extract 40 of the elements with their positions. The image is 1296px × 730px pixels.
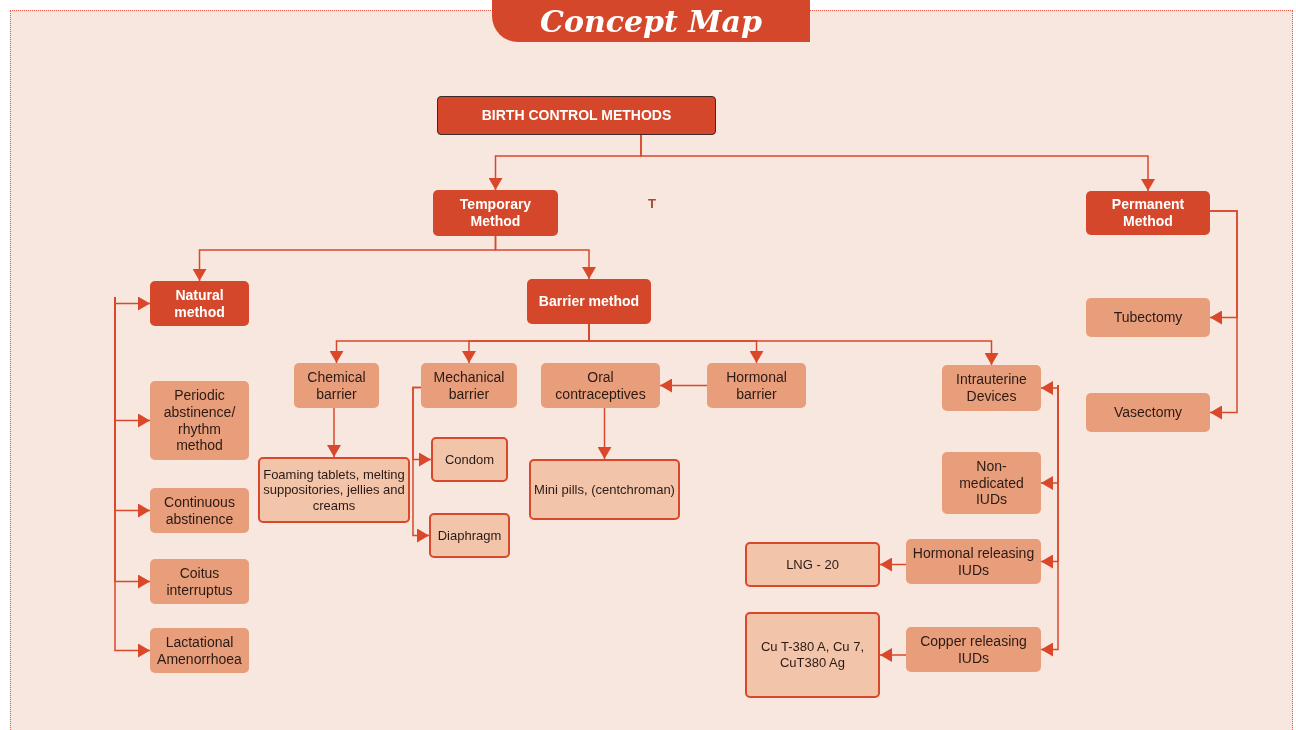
method-box: Oral contraceptives	[541, 363, 660, 408]
category-box: Permanent Method	[1086, 191, 1210, 235]
method-box: Mechanical barrier	[421, 363, 517, 408]
arrow	[1040, 381, 1059, 395]
method-box: Lactational Amenorrhoea	[150, 628, 249, 673]
example-box: Mini pills, (centchroman)	[529, 459, 680, 520]
arrow	[114, 296, 151, 311]
method-box: Copper releasing IUDs	[906, 627, 1041, 672]
method-box: Continuous abstinence	[150, 488, 249, 533]
method-box: Hormonal barrier	[707, 363, 806, 408]
title: Concept Map	[540, 3, 762, 39]
arrow	[659, 378, 708, 393]
method-box: Intrauterine Devices	[942, 365, 1041, 411]
arrow	[1040, 384, 1059, 657]
stray-letter: T	[648, 196, 656, 211]
method-box: Vasectomy	[1086, 393, 1210, 432]
arrow	[640, 134, 1155, 192]
example-box: Diaphragm	[429, 513, 510, 558]
category-box: Temporary Method	[433, 190, 558, 236]
example-box: Foaming tablets, melting suppositories, jellies and creams	[258, 457, 410, 523]
arrow	[879, 648, 907, 662]
arrow	[597, 407, 612, 460]
arrow	[879, 557, 907, 572]
method-box: Periodic abstinence/ rhythm method	[150, 381, 249, 460]
method-box: Hormonal releasing IUDs	[906, 539, 1041, 584]
method-box: Non- medicated IUDs	[942, 452, 1041, 514]
arrow	[494, 235, 596, 280]
arrow	[327, 407, 341, 458]
arrow	[1209, 210, 1238, 420]
example-box: Condom	[431, 437, 508, 482]
category-box: Natural method	[150, 281, 249, 326]
method-box: Chemical barrier	[294, 363, 379, 408]
method-box: Coitus interruptus	[150, 559, 249, 604]
category-box: Barrier method	[527, 279, 651, 324]
method-box: Tubectomy	[1086, 298, 1210, 337]
arrow	[114, 296, 151, 658]
arrow	[412, 386, 430, 543]
example-box: Cu T-380 A, Cu 7, CuT380 Ag	[745, 612, 880, 698]
example-box: LNG - 20	[745, 542, 880, 587]
title-box: BIRTH CONTROL METHODS	[437, 96, 716, 135]
